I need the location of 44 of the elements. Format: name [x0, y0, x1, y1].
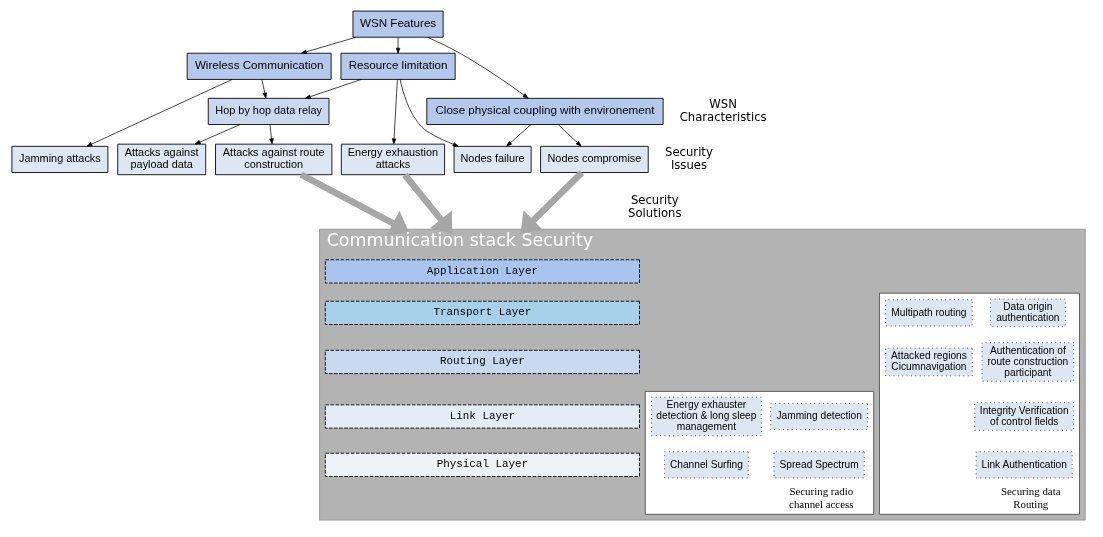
arrow [427, 36, 529, 99]
node-box: Jamming detection [770, 402, 868, 430]
arrow [261, 79, 267, 99]
arrow [299, 171, 409, 236]
node-box: Nodes failure [453, 145, 532, 173]
node-box: Data origin authentication [989, 298, 1066, 328]
label: Security Issues [665, 144, 713, 172]
node-box: Nodes compromise [540, 145, 649, 173]
node-box: Wireless Communication [186, 52, 332, 80]
label: WSN Characteristics [679, 96, 767, 124]
arrow [399, 79, 459, 147]
arrow [301, 36, 357, 54]
arrow [269, 124, 274, 145]
node-box: Resource limitation [340, 52, 456, 80]
node-box: Attacked regions Cicumnavigation [885, 347, 973, 377]
node-box: Authentication of route construction participant [981, 342, 1075, 382]
node-box: Multipath routing [885, 299, 973, 327]
arrow [86, 79, 233, 147]
label: Security Solutions [628, 192, 682, 220]
node-box: WSN Features [352, 10, 444, 38]
node-box: Routing Layer [324, 349, 640, 374]
arrow [557, 124, 582, 147]
node-box: Link Layer [324, 404, 640, 429]
node-box: Energy exhaustion attacks [340, 143, 446, 176]
arrow [402, 172, 453, 234]
node-box: Channel Surfing [664, 451, 749, 479]
node-box: Attacks against payload data [117, 143, 207, 176]
node-box: Jamming attacks [11, 145, 109, 173]
node-box: Close physical coupling with environement [426, 97, 664, 125]
arrow [391, 79, 398, 145]
node-box: Physical Layer [324, 452, 640, 477]
arrow [395, 36, 401, 54]
arrow [520, 170, 585, 233]
node-box: Integrity Verification of control fields [974, 402, 1075, 431]
node-box: Attacks against route construction [215, 143, 333, 176]
node-box: Transport Layer [324, 300, 640, 325]
arrow [305, 79, 362, 99]
node-box: Energy exhauster detection & long sleep management [651, 396, 762, 437]
node-box: Hop by hop data relay [207, 97, 330, 125]
arrow [506, 124, 532, 147]
node-box: Link Authentication [975, 451, 1073, 479]
node-box: Spread Spectrum [773, 451, 865, 479]
arrow [194, 124, 241, 145]
node-box: Application Layer [324, 259, 640, 284]
